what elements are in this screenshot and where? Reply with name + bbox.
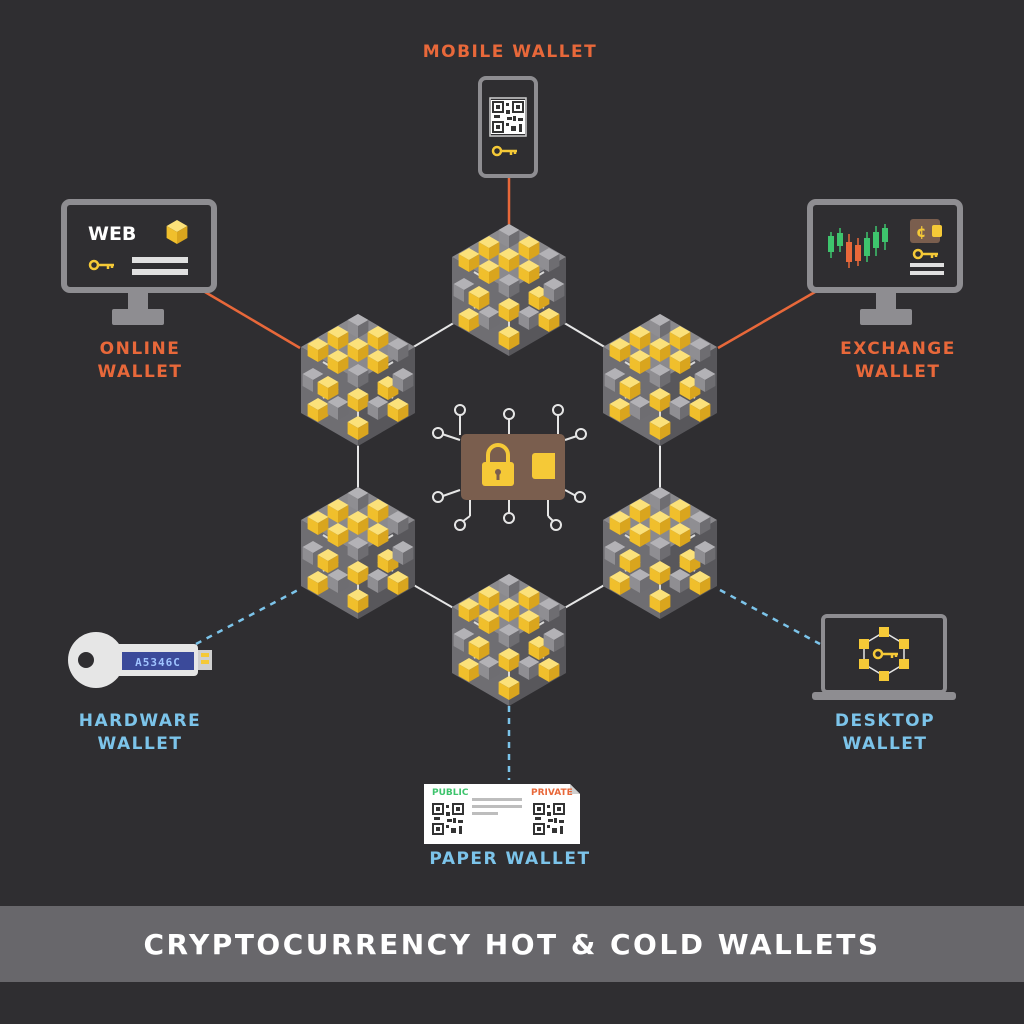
- paper-private-label: PRIVATE: [531, 788, 573, 798]
- paper-public-label: PUBLIC: [432, 788, 469, 798]
- exchange-wallet-label: EXCHANGE WALLET: [800, 338, 996, 384]
- svg-text:¢: ¢: [916, 223, 926, 241]
- blockchain-block-icon: [452, 224, 566, 356]
- coin-wallet-icon: ¢: [910, 219, 942, 243]
- exchange-wallet-label-line2: WALLET: [855, 362, 941, 382]
- desktop-wallet-label-line1: DESKTOP: [834, 711, 936, 731]
- mobile-wallet-label: MOBILE WALLET: [380, 41, 640, 64]
- online-wallet-label-line2: WALLET: [97, 362, 183, 382]
- web-monitor-icon: WEB: [61, 199, 217, 325]
- blockchain-block-icon: [603, 314, 717, 446]
- mobile-wallet-label-line1: MOBILE WALLET: [422, 42, 598, 62]
- web-screen-label: WEB: [88, 223, 136, 245]
- desktop-wallet-label: DESKTOP WALLET: [800, 710, 970, 756]
- locked-wallet-icon: [432, 404, 587, 531]
- laptop-icon: [812, 614, 956, 700]
- hot-wallet-links: [204, 178, 816, 350]
- paper-wallet-icon: PUBLIC PRIVATE: [424, 784, 580, 844]
- blockchain-block-icon: [301, 314, 415, 446]
- page-title: CRYPTOCURRENCY HOT & COLD WALLETS: [143, 927, 881, 961]
- blockchain-block-icon: [603, 487, 717, 619]
- hardware-wallet-label: HARDWARE WALLET: [50, 710, 230, 756]
- desktop-wallet-label-line2: WALLET: [842, 734, 928, 754]
- blockchain-block-icon: [452, 574, 566, 706]
- hardware-usb-key-icon: A5346C: [68, 632, 212, 688]
- blockchain-block-icon: [301, 487, 415, 619]
- hardware-wallet-label-line2: WALLET: [97, 734, 183, 754]
- online-wallet-label: ONLINE WALLET: [60, 338, 220, 384]
- paper-wallet-label: PAPER WALLET: [380, 848, 640, 871]
- candlestick-chart-icon: [828, 224, 888, 268]
- device-code: A5346C: [135, 656, 181, 669]
- cold-wallet-links: [195, 588, 821, 780]
- footer-banner: CRYPTOCURRENCY HOT & COLD WALLETS: [0, 906, 1024, 982]
- hardware-wallet-label-line1: HARDWARE: [78, 711, 202, 731]
- online-wallet-label-line1: ONLINE: [99, 339, 181, 359]
- paper-wallet-label-line1: PAPER WALLET: [429, 849, 591, 869]
- exchange-monitor-icon: ¢: [807, 199, 963, 325]
- exchange-wallet-label-line1: EXCHANGE: [840, 339, 956, 359]
- mobile-phone-icon: [478, 76, 538, 178]
